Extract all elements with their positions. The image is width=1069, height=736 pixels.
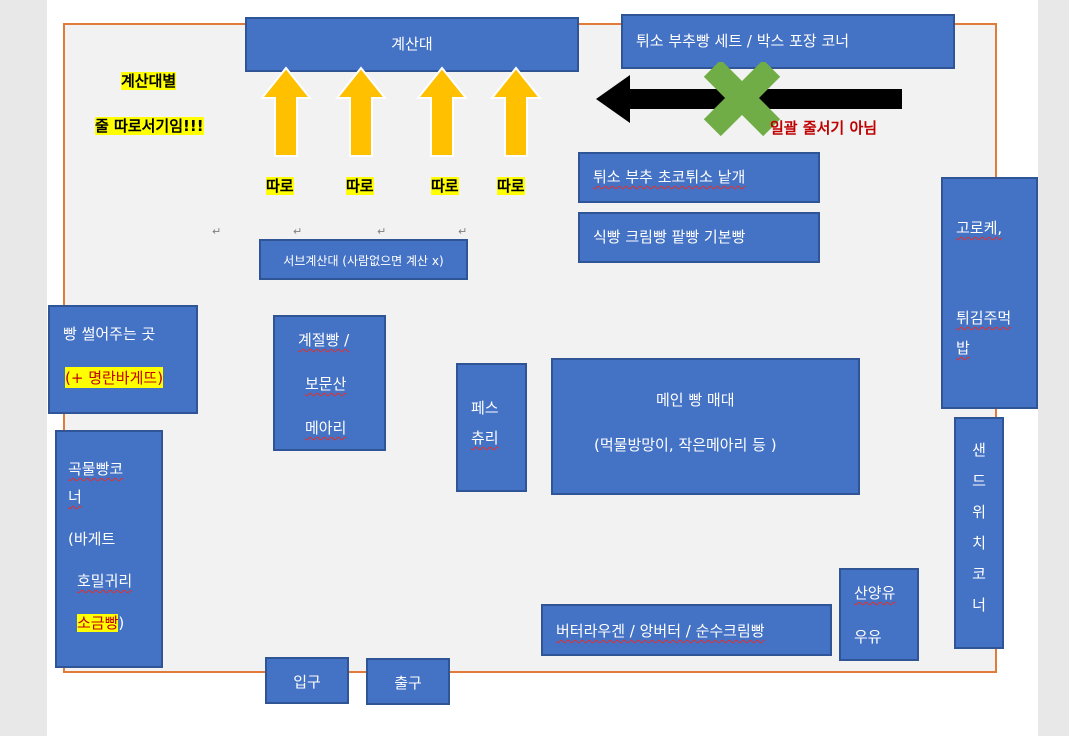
lane-arrow-4 [489, 66, 543, 157]
croquette-line1: 고로케, [956, 219, 1003, 237]
lane-arrow-2 [334, 66, 388, 157]
grain-line2: 너 [68, 488, 82, 506]
lane-arrow-1 [259, 66, 313, 157]
sandwich-corner-box: 샌 드 위 치 코 너 [954, 417, 1004, 649]
grain-line1: 곡물빵코 [68, 460, 124, 478]
lane-arrow-3 [415, 66, 469, 157]
tuiso-single-label: 튀소 부추 초코튀소 낱개 [593, 168, 746, 186]
counter-box: 계산대 [245, 17, 579, 72]
x-mark-icon [703, 62, 781, 137]
main-stand-line1: 메인 빵 매대 [656, 391, 735, 409]
seasonal-bread-box: 계절빵 / 보문산 메아리 [273, 315, 386, 451]
no-single-line-note: 일괄 줄서기 아님 [770, 119, 878, 137]
sub-counter-label: 서브계산대 (사람없으면 계산 x) [283, 254, 444, 268]
croquette-line2: 튀김주먹 [956, 309, 1012, 327]
basic-bread-box: 식빵 크림빵 팥빵 기본빵 [578, 212, 820, 263]
grain-line6: ) [118, 614, 125, 632]
sandwich-char: 드 [972, 472, 986, 490]
pastry-line2: 츄리 [471, 429, 499, 447]
return-mark: ↵ [458, 225, 468, 238]
grain-line5-wrap: 소금빵) [77, 612, 124, 633]
milk-line2: 우유 [854, 628, 882, 646]
sandwich-char: 치 [972, 534, 986, 552]
seasonal-line1: 계절빵 / [298, 331, 350, 349]
slice-area-line2: (+ 명란바게뜨) [65, 367, 164, 388]
lane-label-4: 따로 [497, 177, 525, 195]
seasonal-line3: 메아리 [305, 419, 347, 437]
store-floor [63, 23, 997, 673]
counter-note-line1: 계산대별 [121, 72, 177, 90]
seasonal-line2: 보문산 [305, 375, 347, 393]
pastry-line1: 페스 [471, 399, 499, 417]
main-stand-line2: (먹물방망이, 작은메아리 등 ) [594, 436, 777, 454]
main-stand-box: 메인 빵 매대 (먹물방망이, 작은메아리 등 ) [551, 358, 860, 495]
exit-box: 출구 [366, 658, 450, 705]
basic-bread-label: 식빵 크림빵 팥빵 기본빵 [593, 228, 746, 246]
entrance-label: 입구 [293, 673, 321, 691]
slice-area-line1: 빵 썰어주는 곳 [63, 325, 156, 343]
croquette-box: 고로케, 튀김주먹 밥 [941, 177, 1038, 409]
slice-area-box: 빵 썰어주는 곳 (+ 명란바게뜨) [48, 305, 198, 414]
grain-line4: 호밀귀리 [77, 572, 133, 590]
return-mark: ↵ [377, 225, 387, 238]
tuiso-single-box: 튀소 부추 초코튀소 낱개 [578, 152, 820, 203]
milk-box: 산양유 우유 [839, 568, 919, 661]
return-mark: ↵ [293, 225, 303, 238]
grain-line3: (바게트 [68, 530, 116, 548]
sandwich-char: 코 [972, 565, 986, 583]
grain-corner-box: 곡물빵코 너 (바게트 호밀귀리 소금빵) [55, 430, 163, 668]
single-line-arrow [596, 62, 902, 137]
grain-line5: 소금빵 [77, 614, 119, 632]
milk-line1: 산양유 [854, 584, 896, 602]
butter-bread-box: 버터라우겐 / 앙버터 / 순수크림빵 [541, 604, 832, 656]
lane-arrows [259, 66, 543, 157]
exit-label: 출구 [394, 674, 422, 692]
sandwich-char: 위 [972, 503, 986, 521]
counter-note-line2: 줄 따로서기임!!! [95, 117, 204, 135]
set-corner-box: 튀소 부추빵 세트 / 박스 포장 코너 [621, 14, 955, 69]
entrance-box: 입구 [265, 657, 349, 704]
croquette-line3: 밥 [956, 339, 970, 357]
pastry-box: 페스 츄리 [456, 363, 527, 492]
sub-counter-box: 서브계산대 (사람없으면 계산 x) [259, 239, 468, 280]
sandwich-char: 샌 [972, 441, 986, 459]
return-mark: ↵ [212, 225, 222, 238]
counter-label: 계산대 [391, 35, 433, 53]
lane-label-3: 따로 [431, 177, 459, 195]
lane-label-1: 따로 [266, 177, 294, 195]
lane-label-2: 따로 [346, 177, 374, 195]
set-corner-label: 튀소 부추빵 세트 / 박스 포장 코너 [636, 32, 850, 50]
sandwich-char: 너 [972, 596, 986, 614]
butter-bread-label: 버터라우겐 / 앙버터 / 순수크림빵 [556, 622, 765, 640]
